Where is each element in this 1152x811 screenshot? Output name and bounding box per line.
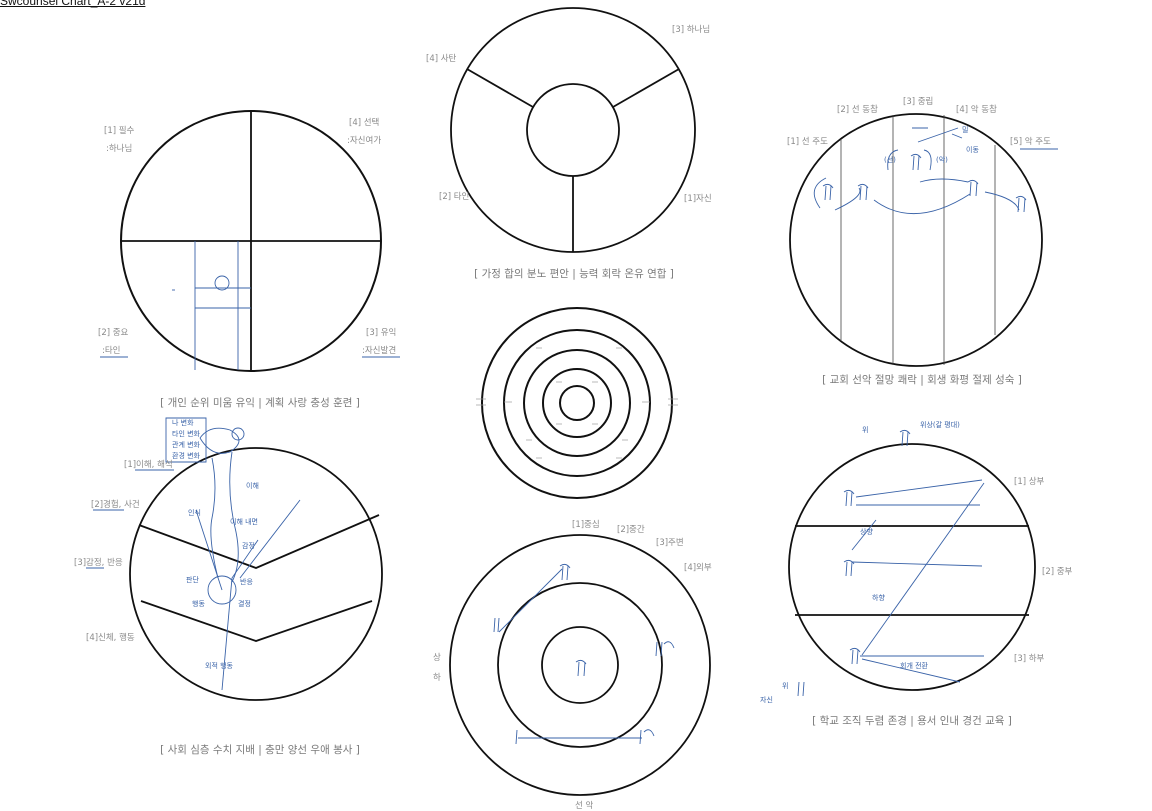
chart-f-label-good-evil: 선 악 <box>575 800 594 811</box>
chart-a-caption: [ 개인 순위 미움 유익 | 계획 사랑 충성 훈련 ] <box>160 396 360 409</box>
chart-e-concentric-rings <box>476 307 678 499</box>
chart-c-label-1: [1] 선 주도 <box>787 137 828 147</box>
chart-b-label-2: [2] 타인 <box>439 191 469 202</box>
chart-g-handwritten-arrows: 위 위상(갈 평대) 상향 하향 회개 전환 자신 위 <box>760 420 985 704</box>
chart-f-label-4: [4]외부 <box>684 562 712 573</box>
chart-a-label-4-sub: :자신여가 <box>347 135 381 146</box>
chart-d-chevron-circle: 나 변화 타인 변화 관계 변화 환경 변화 인식 이해 내면 이해 감정 판단… <box>74 417 383 756</box>
chart-c-label-4: [4] 악 동참 <box>956 104 997 115</box>
d-hub-2: 반응 <box>240 577 253 586</box>
chart-d-label-3: [3]감정, 반응 <box>74 557 123 568</box>
chart-f-target-circle: [1]중심 [2]중간 [3]주변 [4]외부 상 하 선 악 <box>433 519 712 811</box>
chart-a-label-1: [1] 필수 <box>104 125 135 136</box>
chart-a-quadrant-circle: [1] 필수 :하나님 [4] 선택 :자신여가 [2] 중요 :타인 [3] … <box>98 110 400 409</box>
chart-b-three-part-circle: [3] 하나님 [4] 사탄 [2] 타인 [1]자신 [ 가정 합의 분노 편… <box>426 7 712 280</box>
chart-b-label-4: [4] 사탄 <box>426 53 457 64</box>
chart-a-label-3-sub: :자신발견 <box>362 345 396 356</box>
d-note-3: 관계 변화 <box>172 440 201 449</box>
chart-f-label-2: [2]중간 <box>617 524 645 535</box>
d-mid-4: 감정 <box>242 541 255 550</box>
g-note-top: 위 <box>862 426 868 434</box>
d-bottom-note: 외적 행동 <box>205 661 234 670</box>
g-note-top2: 위상(갈 평대) <box>920 420 960 429</box>
chart-c-label-3: [3] 중립 <box>903 97 933 107</box>
chart-a-label-3: [3] 유익 <box>366 327 396 338</box>
chart-f-label-down: 하 <box>433 672 441 683</box>
chart-a-label-2-sub: :타인 <box>102 345 121 356</box>
chart-a-label-4: [4] 선택 <box>349 117 379 128</box>
chart-b-label-1: [1]자신 <box>684 194 712 204</box>
d-note-4: 환경 변화 <box>172 451 201 460</box>
chart-g-label-1: [1] 상부 <box>1014 476 1045 487</box>
chart-f-label-1: [1]중심 <box>572 519 600 530</box>
chart-d-label-2: [2]경험, 사건 <box>91 499 140 510</box>
chart-a-annotation-grid <box>172 241 251 370</box>
d-hub-3: 행동 <box>192 599 205 608</box>
chart-d-caption: [ 사회 심층 수치 지배 | 충만 양선 우애 봉사 ] <box>160 744 360 756</box>
document-title: Swcounsel Chart_A-2 v21d <box>0 0 146 8</box>
g-note-low: 하향 <box>872 593 885 602</box>
g-note-bottom: 회개 전환 <box>900 661 929 670</box>
svg-text:밀: 밀 <box>962 126 968 134</box>
g-note-left2: 위 <box>782 682 788 690</box>
chart-b-label-3: [3] 하나님 <box>672 24 710 35</box>
chart-g-label-2: [2] 중부 <box>1042 567 1073 577</box>
chart-a-label-2: [2] 중요 <box>98 328 129 338</box>
svg-text:(선): (선) <box>884 155 896 164</box>
chart-a-label-1-sub: :하나님 <box>106 143 132 154</box>
d-note-1: 나 변화 <box>172 418 194 427</box>
chart-f-handwritten-lines <box>493 563 675 745</box>
chart-d-handwritten-notes: 나 변화 타인 변화 관계 변화 환경 변화 인식 이해 내면 이해 감정 판단… <box>165 417 301 691</box>
chart-f-label-3: [3]주변 <box>656 537 684 548</box>
chart-c-caption: [ 교회 선악 절망 쾌락 | 회생 화평 절제 성숙 ] <box>822 373 1022 386</box>
chart-c-column-circle: [2] 선 동참 [3] 중립 [4] 악 동참 [1] 선 주도 [5] 악 … <box>787 97 1058 386</box>
g-note-mid: 상향 <box>860 527 873 536</box>
d-mid-3: 이해 <box>246 481 259 490</box>
chart-g-label-3: [3] 하부 <box>1014 653 1045 664</box>
chart-c-label-2: [2] 선 동참 <box>837 105 878 115</box>
chart-g-band-circle: 위 위상(갈 평대) 상향 하향 회개 전환 자신 위 [1] 상부 [2] 중… <box>760 420 1073 727</box>
chart-c-handwritten-arrows: 밀 이동 (선) (악) <box>813 126 1027 215</box>
chart-d-label-1: [1]이해, 해석 <box>124 459 173 470</box>
chart-c-label-5: [5] 악 주도 <box>1010 136 1051 147</box>
chart-f-label-up: 상 <box>433 652 441 663</box>
d-note-2: 타인 변화 <box>172 429 201 438</box>
svg-text:이동: 이동 <box>966 145 979 154</box>
d-mid-1: 인식 <box>188 508 201 517</box>
d-hub-4: 결정 <box>238 599 251 608</box>
d-mid-2: 이해 내면 <box>230 517 258 526</box>
g-note-left: 자신 <box>760 695 773 704</box>
chart-b-caption: [ 가정 합의 분노 편안 | 능력 회락 온유 연합 ] <box>474 267 674 280</box>
d-hub-1: 판단 <box>186 575 199 584</box>
svg-text:(악): (악) <box>936 156 948 164</box>
chart-g-caption: [ 학교 조직 두렴 존경 | 용서 인내 경건 교육 ] <box>812 714 1012 727</box>
chart-d-label-4: [4]신체, 행동 <box>86 632 135 643</box>
